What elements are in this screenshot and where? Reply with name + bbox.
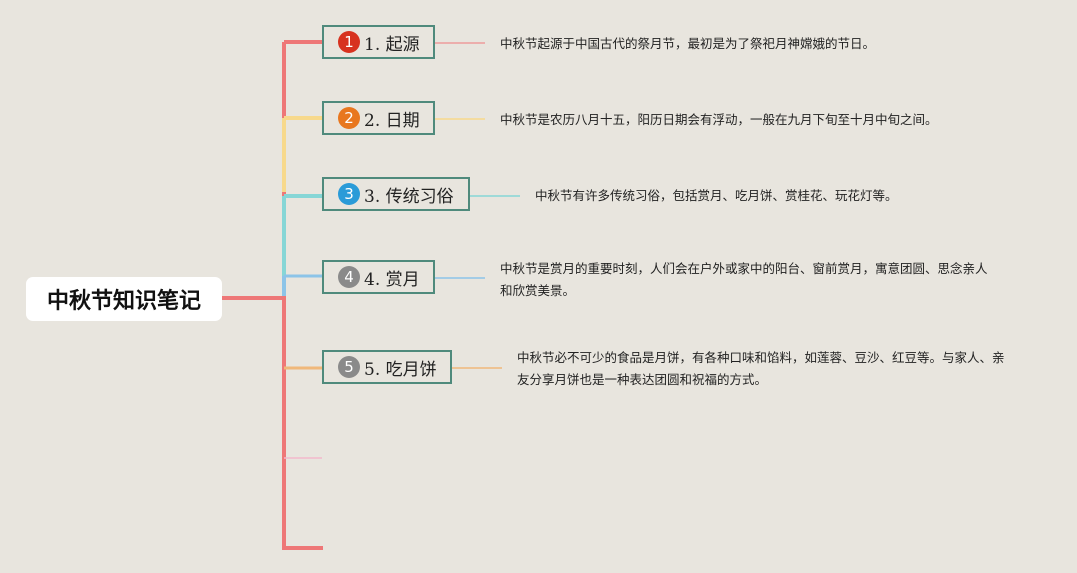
number-badge-icon: 5 bbox=[338, 356, 360, 378]
topic-label: 2. 日期 bbox=[364, 110, 420, 131]
description-mooncake: 中秋节必不可少的食品是月饼，有各种口味和馅料，如莲蓉、豆沙、红豆等。与家人、亲友… bbox=[517, 350, 1005, 387]
topic-node-date[interactable]: 2 2. 日期 bbox=[322, 101, 435, 135]
description-date: 中秋节是农历八月十五，阳历日期会有浮动，一般在九月下旬至十月中旬之间。 bbox=[500, 112, 938, 127]
topic-label: 5. 吃月饼 bbox=[364, 359, 437, 380]
number-badge-icon: 4 bbox=[338, 266, 360, 288]
topic-label: 4. 赏月 bbox=[364, 269, 420, 290]
topic-node-mooncake[interactable]: 5 5. 吃月饼 bbox=[322, 350, 452, 384]
number-badge-icon: 1 bbox=[338, 31, 360, 53]
description-moon-viewing: 中秋节是赏月的重要时刻，人们会在户外或家中的阳台、窗前赏月，寓意团圆、思念亲人和… bbox=[500, 261, 988, 298]
topic-node-origin[interactable]: 1 1. 起源 bbox=[322, 25, 435, 59]
number-badge-icon: 2 bbox=[338, 107, 360, 129]
number-badge-icon: 3 bbox=[338, 183, 360, 205]
description-customs: 中秋节有许多传统习俗，包括赏月、吃月饼、赏桂花、玩花灯等。 bbox=[535, 188, 898, 203]
topic-label: 1. 起源 bbox=[364, 34, 420, 55]
root-node[interactable]: 中秋节知识笔记 bbox=[26, 277, 222, 321]
description-origin: 中秋节起源于中国古代的祭月节，最初是为了祭祀月神嫦娥的节日。 bbox=[500, 36, 876, 51]
topic-node-customs[interactable]: 3 3. 传统习俗 bbox=[322, 177, 470, 211]
topic-node-moon-viewing[interactable]: 4 4. 赏月 bbox=[322, 260, 435, 294]
root-title: 中秋节知识笔记 bbox=[46, 289, 201, 314]
topic-label: 3. 传统习俗 bbox=[364, 186, 454, 207]
